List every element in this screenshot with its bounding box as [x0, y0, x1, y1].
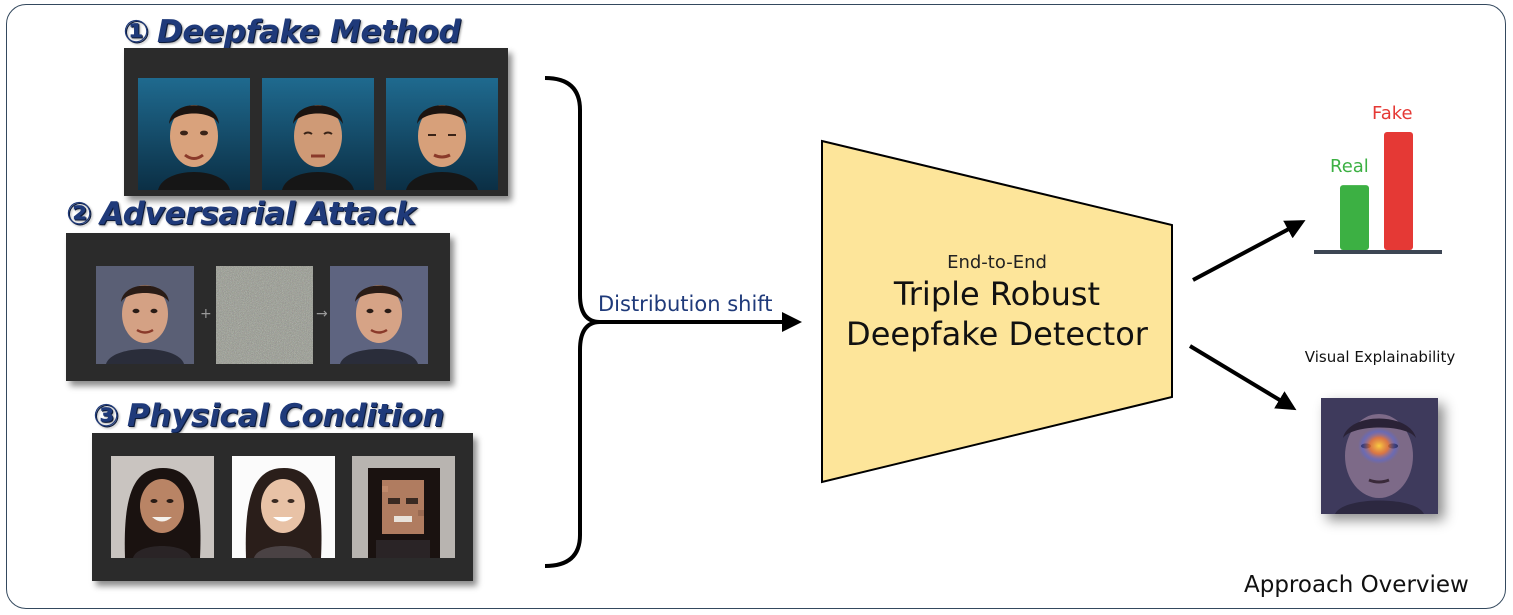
real-label: Real: [1330, 156, 1369, 177]
adversarial-clean-face: [96, 266, 194, 364]
real-score-bar: [1340, 185, 1369, 250]
approach-overview-caption: Approach Overview: [1244, 572, 1469, 598]
plus-operator: +: [200, 306, 212, 322]
detector-subtitle: End-to-End: [947, 252, 1047, 273]
deepfake-method-panel: [124, 48, 508, 196]
deepfake-frame-fake-2: [386, 78, 498, 190]
diagram-frame: [6, 4, 1506, 609]
visual-explainability-label: Visual Explainability: [1304, 348, 1456, 366]
adversarial-perturbed-face: [330, 266, 428, 364]
deepfake-frame-fake-1: [262, 78, 374, 190]
deepfake-frame-original: [138, 78, 250, 190]
fake-label: Fake: [1372, 103, 1413, 124]
arrow-to-classification: [1192, 220, 1306, 282]
detector-title-line-2: Deepfake Detector: [846, 315, 1148, 353]
physical-normal-face: [111, 456, 214, 558]
adversarial-noise: [216, 266, 313, 364]
distribution-shift-label: Distribution shift: [598, 292, 773, 316]
detector-title-line-1: Triple Robust: [893, 275, 1101, 313]
physical-bright-face: [232, 456, 335, 558]
explainability-heatmap-image: [1321, 398, 1438, 514]
fake-score-bar: [1384, 132, 1413, 250]
input-brace: [544, 76, 601, 568]
arrow-to-explainability: [1188, 344, 1297, 411]
physical-condition-panel: [92, 433, 473, 581]
detector-trapezoid: [821, 139, 1173, 484]
physical-pixelated-face: [352, 456, 455, 558]
adversarial-attack-panel: + →: [66, 233, 450, 381]
arrow-operator: →: [316, 306, 328, 322]
